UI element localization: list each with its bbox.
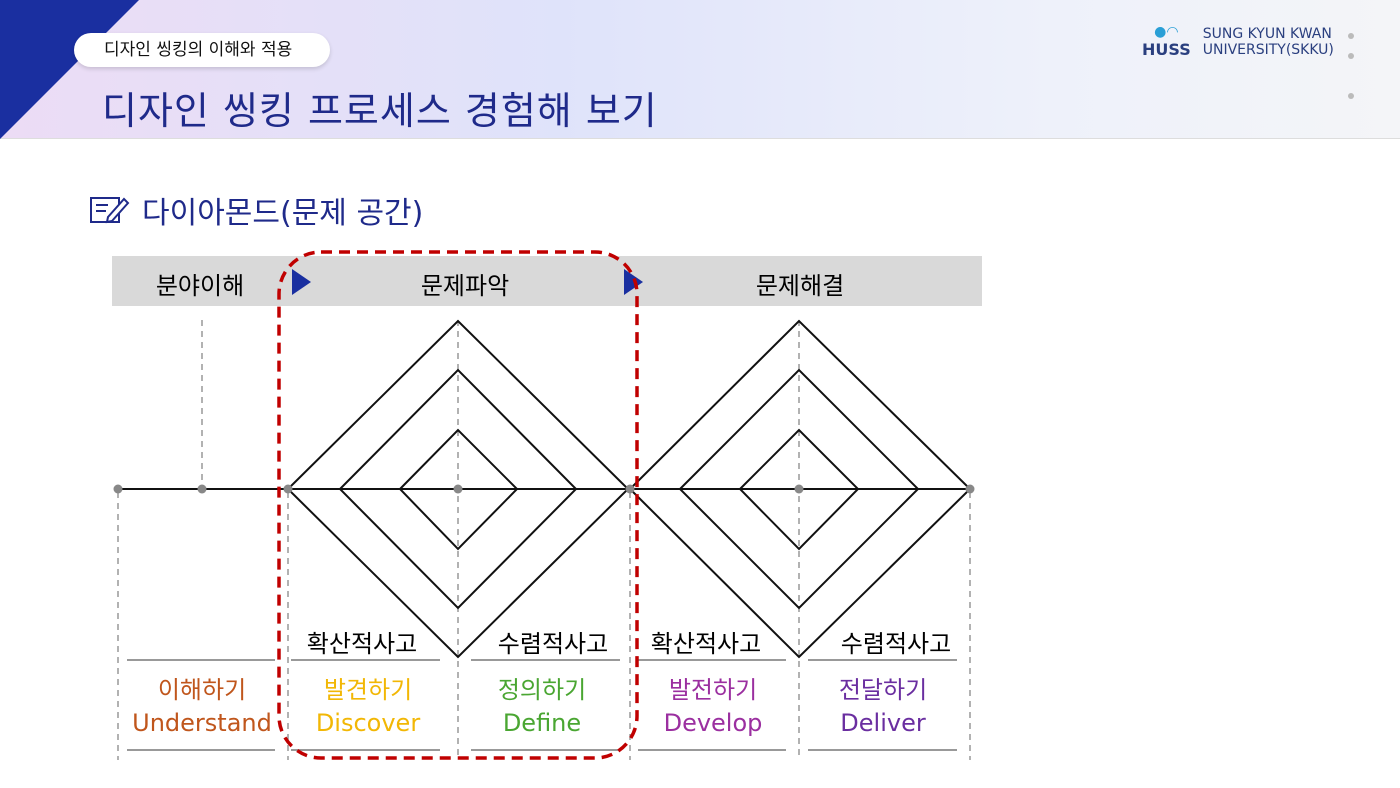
highlight-box bbox=[277, 250, 639, 760]
memo-edit-icon bbox=[90, 197, 130, 224]
logo-mark-icon: ●◠ bbox=[1154, 24, 1179, 40]
arrow-icon bbox=[292, 269, 311, 295]
stage-ko: 발견하기 bbox=[323, 676, 413, 704]
phase-label: 분야이해 bbox=[155, 272, 245, 300]
stage-ko: 정의하기 bbox=[497, 676, 587, 704]
huss-logo: ●◠HUSS bbox=[1142, 24, 1191, 59]
logo-line2: UNIVERSITY(SKKU) bbox=[1202, 41, 1334, 58]
decor-dot bbox=[1348, 33, 1354, 39]
stage-ko: 이해하기 bbox=[157, 676, 247, 704]
course-label: 디자인 씽킹의 이해와 적용 bbox=[74, 33, 330, 67]
decor-dot bbox=[1348, 53, 1354, 59]
decor-dot bbox=[1348, 93, 1354, 99]
stage-en: Understand bbox=[132, 709, 272, 737]
stage-define: 정의하기 Define bbox=[498, 674, 586, 740]
stage-en: Discover bbox=[315, 709, 421, 737]
logo-line1: SUNG KYUN KWAN bbox=[1202, 25, 1332, 42]
thinking-label: 수렴적사고 bbox=[840, 630, 952, 658]
stage-understand: 이해하기 Understand bbox=[132, 674, 272, 740]
phase-label: 문제파악 bbox=[420, 272, 510, 300]
thinking-label: 확산적사고 bbox=[650, 630, 762, 658]
page-title: 디자인 씽킹 프로세스 경험해 보기 bbox=[102, 89, 658, 133]
stage-en: Deliver bbox=[840, 709, 926, 737]
thinking-label: 확산적사고 bbox=[306, 630, 418, 658]
phase-label: 문제해결 bbox=[755, 272, 845, 300]
header-banner: 디자인 씽킹의 이해와 적용 디자인 씽킹 프로세스 경험해 보기 ●◠HUSS… bbox=[0, 0, 1400, 139]
stage-ko: 전달하기 bbox=[838, 676, 928, 704]
stage-en: Develop bbox=[663, 709, 763, 737]
stage-ko: 발전하기 bbox=[668, 676, 758, 704]
stage-en: Define bbox=[502, 709, 582, 737]
stage-discover: 발견하기 Discover bbox=[316, 674, 420, 740]
phase-bar bbox=[112, 256, 982, 306]
stage-deliver: 전달하기 Deliver bbox=[839, 674, 927, 740]
thinking-label: 수렴적사고 bbox=[497, 630, 609, 658]
stage-develop: 발전하기 Develop bbox=[664, 674, 763, 740]
decorative-corner bbox=[0, 0, 139, 139]
section-title: 다이아몬드(문제 공간) bbox=[142, 196, 424, 231]
section-heading: 다이아몬드(문제 공간) bbox=[88, 188, 423, 232]
